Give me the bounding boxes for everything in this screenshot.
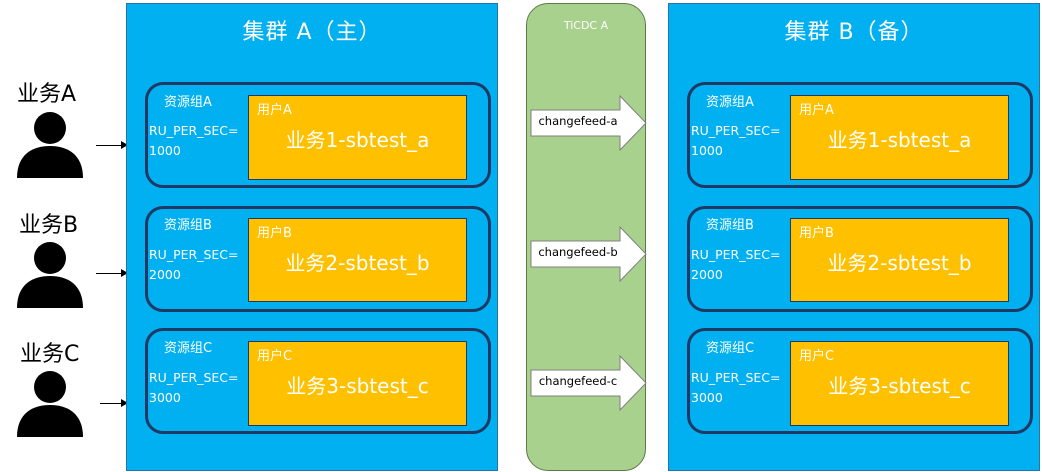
right-arrow-icon <box>530 354 647 412</box>
cluster-a-group-c: 资源组C RU_PER_SEC= 3000 用户C 业务3-sbtest_c <box>145 328 491 434</box>
person-icon <box>17 371 83 437</box>
user-box: 用户C 业务3-sbtest_c <box>248 341 467 426</box>
group-ru-label: RU_PER_SEC= <box>149 370 239 385</box>
user-business: 业务2-sbtest_b <box>827 251 972 275</box>
changefeed-label: changefeed-b <box>538 245 618 259</box>
cluster-b: 集群 B（备） 资源组A RU_PER_SEC= 1000 用户A 业务1-sb… <box>668 3 1040 471</box>
group-name: 资源组A <box>164 95 212 110</box>
cluster-b-group-c: 资源组C RU_PER_SEC= 3000 用户C 业务3-sbtest_c <box>687 328 1033 434</box>
group-ru-value: 1000 <box>149 143 181 158</box>
business-b-arrow <box>96 269 128 277</box>
user-business: 业务1-sbtest_a <box>827 128 972 152</box>
group-ru-label: RU_PER_SEC= <box>691 247 781 262</box>
changefeed-b-arrow: changefeed-b <box>530 225 648 283</box>
user-box: 用户B 业务2-sbtest_b <box>790 218 1009 302</box>
group-name: 资源组B <box>706 218 754 233</box>
user-box: 用户C 业务3-sbtest_c <box>790 341 1009 426</box>
business-a-arrow <box>96 141 128 149</box>
changefeed-label: changefeed-a <box>538 114 618 128</box>
user-business: 业务2-sbtest_b <box>285 251 430 275</box>
user-business: 业务1-sbtest_a <box>285 128 430 152</box>
group-name: 资源组C <box>706 341 755 356</box>
group-ru-label: RU_PER_SEC= <box>691 123 781 138</box>
group-name: 资源组B <box>164 218 212 233</box>
group-ru-value: 3000 <box>691 390 723 405</box>
business-b-label: 业务B <box>19 213 79 238</box>
group-ru: RU_PER_SEC= 1000 <box>149 121 239 161</box>
group-ru-value: 3000 <box>149 390 181 405</box>
user-business: 业务3-sbtest_c <box>286 374 429 398</box>
cluster-a-group-a: 资源组A RU_PER_SEC= 1000 用户A 业务1-sbtest_a <box>145 82 491 188</box>
person-icon <box>17 112 83 178</box>
business-c-arrow <box>100 399 128 407</box>
changefeed-c-arrow: changefeed-c <box>530 354 648 412</box>
group-name: 资源组C <box>164 341 213 356</box>
cluster-a-title: 集群 A（主） <box>242 20 382 45</box>
user-box: 用户A 业务1-sbtest_a <box>248 95 467 180</box>
right-arrow-icon <box>530 225 647 283</box>
group-ru: RU_PER_SEC= 2000 <box>691 245 781 285</box>
user-box: 用户A 业务1-sbtest_a <box>790 95 1009 180</box>
user-business: 业务3-sbtest_c <box>828 374 971 398</box>
group-ru-label: RU_PER_SEC= <box>149 247 239 262</box>
group-ru: RU_PER_SEC= 2000 <box>149 245 239 285</box>
cluster-b-group-b: 资源组B RU_PER_SEC= 2000 用户B 业务2-sbtest_b <box>687 206 1033 312</box>
group-ru: RU_PER_SEC= 1000 <box>691 121 781 161</box>
user-box: 用户B 业务2-sbtest_b <box>248 218 467 302</box>
cluster-a: 集群 A（主） 资源组A RU_PER_SEC= 1000 用户A 业务1-sb… <box>126 3 498 471</box>
user-name: 用户C <box>257 349 293 364</box>
cluster-b-group-a: 资源组A RU_PER_SEC= 1000 用户A 业务1-sbtest_a <box>687 82 1033 188</box>
group-ru-label: RU_PER_SEC= <box>149 123 239 138</box>
business-a-label: 业务A <box>17 82 77 107</box>
user-name: 用户B <box>257 226 292 241</box>
right-arrow-icon <box>530 94 647 152</box>
group-ru: RU_PER_SEC= 3000 <box>691 368 781 408</box>
cluster-a-group-b: 资源组B RU_PER_SEC= 2000 用户B 业务2-sbtest_b <box>145 206 491 312</box>
changefeed-label: changefeed-c <box>538 374 618 388</box>
user-name: 用户A <box>799 103 834 118</box>
business-c-label: 业务C <box>20 342 80 367</box>
user-name: 用户B <box>799 226 834 241</box>
group-ru-value: 2000 <box>691 267 723 282</box>
group-ru-label: RU_PER_SEC= <box>691 370 781 385</box>
group-ru: RU_PER_SEC= 3000 <box>149 368 239 408</box>
group-name: 资源组A <box>706 95 754 110</box>
user-name: 用户A <box>257 103 292 118</box>
ticdc-title: TiCDC A <box>563 19 609 32</box>
changefeed-a-arrow: changefeed-a <box>530 94 648 152</box>
person-icon <box>17 242 83 308</box>
group-ru-value: 2000 <box>149 267 181 282</box>
group-ru-value: 1000 <box>691 143 723 158</box>
user-name: 用户C <box>799 349 835 364</box>
cluster-b-title: 集群 B（备） <box>784 20 924 45</box>
